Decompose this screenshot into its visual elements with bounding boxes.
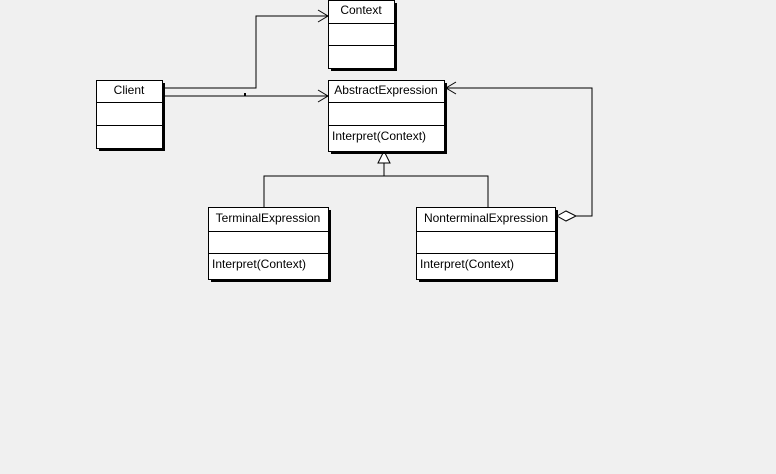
generalization-triangle (377, 149, 391, 164)
class-client[interactable]: Client (96, 80, 166, 152)
class-operation: Interpret(Context) (332, 129, 426, 143)
class-abstract-expression[interactable]: AbstractExpression Interpret(Context) (328, 80, 448, 155)
class-nonterminal-expression[interactable]: NonterminalExpression Interpret(Context) (416, 207, 559, 283)
class-name: NonterminalExpression (424, 211, 548, 225)
class-name: AbstractExpression (334, 83, 437, 97)
aggregation-diamond (555, 210, 578, 222)
class-name: Context (340, 3, 382, 17)
class-terminal-expression[interactable]: TerminalExpression Interpret(Context) (208, 207, 332, 283)
client-context-association (163, 15, 328, 89)
connectors (163, 9, 593, 222)
generalization-branch (263, 175, 489, 207)
association-tick-mark (244, 93, 246, 96)
class-context[interactable]: Context (328, 0, 398, 72)
aggregation-line (446, 87, 593, 217)
class-name: Client (114, 83, 145, 97)
class-name: TerminalExpression (216, 211, 321, 225)
class-operation: Interpret(Context) (212, 257, 306, 271)
class-operation: Interpret(Context) (420, 257, 514, 271)
